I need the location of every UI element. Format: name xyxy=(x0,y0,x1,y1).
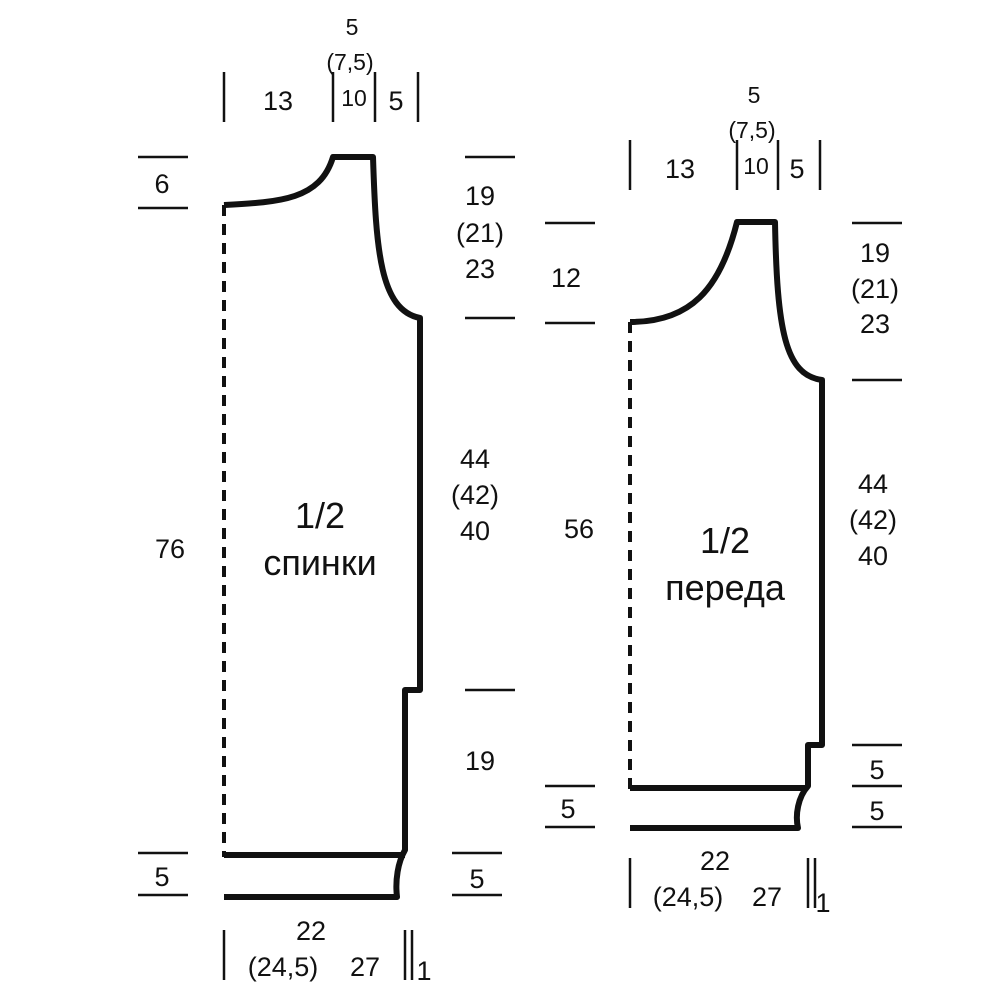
front-left-neck-depth: 12 xyxy=(551,263,581,293)
front-top-neck-line1: 5 xyxy=(748,82,761,108)
back-right-armhole-line2: (21) xyxy=(456,218,504,248)
front-right-side-line2: (42) xyxy=(849,505,897,535)
front-bottom-line2: (24,5) xyxy=(653,882,724,912)
back-right-hem: 5 xyxy=(469,864,484,894)
back-right-side-line3: 40 xyxy=(460,516,490,546)
back-left-total: 76 xyxy=(155,534,185,564)
back-top-neck-line2: (7,5) xyxy=(326,49,373,75)
back-right-armhole-line1: 19 xyxy=(465,181,495,211)
front-top-shoulder: 13 xyxy=(665,154,695,184)
back-top-neck-line1: 5 xyxy=(346,14,359,40)
back-right-side-line1: 44 xyxy=(460,444,490,474)
front-right-armhole-line1: 19 xyxy=(860,238,890,268)
back-left-hem: 5 xyxy=(154,862,169,892)
back-bottom-line3: 27 xyxy=(350,952,380,982)
back-top-shoulder: 13 xyxy=(263,86,293,116)
front-right-armhole-line2: (21) xyxy=(851,274,899,304)
front-right-side-line3: 40 xyxy=(858,541,888,571)
front-left-total: 56 xyxy=(564,514,594,544)
back-right-armhole-line3: 23 xyxy=(465,254,495,284)
front-top-edge: 5 xyxy=(789,154,804,184)
back-outline xyxy=(223,154,423,900)
front-top-neck-line3: 10 xyxy=(743,153,769,179)
front-top-neck-line2: (7,5) xyxy=(728,117,775,143)
back-right-side-line2: (42) xyxy=(451,480,499,510)
back-right-slit: 19 xyxy=(465,746,495,776)
front-left-hem: 5 xyxy=(560,794,575,824)
back-piece: 13 5 (7,5) 10 5 6 76 5 19 (21) 23 44 (42… xyxy=(138,14,515,986)
back-label-line1: 1/2 xyxy=(295,495,345,536)
front-right-hem: 5 xyxy=(869,796,884,826)
front-right-armhole-line3: 23 xyxy=(860,309,890,339)
front-label-line1: 1/2 xyxy=(700,520,750,561)
front-bottom-line3: 27 xyxy=(752,882,782,912)
back-bottom-line1: 22 xyxy=(296,916,326,946)
back-top-neck-line3: 10 xyxy=(341,85,367,111)
front-outline xyxy=(629,219,825,831)
front-label-line2: переда xyxy=(665,567,786,608)
back-label-line2: спинки xyxy=(263,542,376,583)
front-right-side-line1: 44 xyxy=(858,469,888,499)
back-left-neck-depth: 6 xyxy=(154,169,169,199)
front-bottom-line1: 22 xyxy=(700,846,730,876)
back-bottom-line2: (24,5) xyxy=(248,952,319,982)
back-bottom-edge: 1 xyxy=(416,956,431,986)
back-top-edge: 5 xyxy=(388,86,403,116)
front-right-slit: 5 xyxy=(869,755,884,785)
front-piece: 13 5 (7,5) 10 5 12 56 5 19 (21) 23 44 (4… xyxy=(545,82,902,918)
front-bottom-edge: 1 xyxy=(815,888,830,918)
